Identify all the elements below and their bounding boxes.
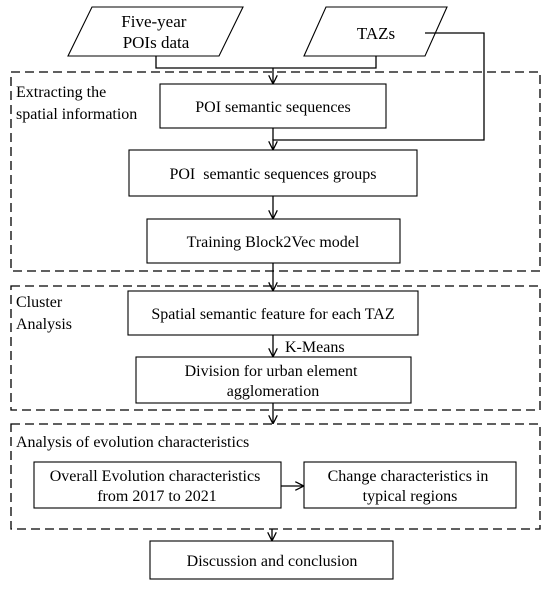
box-change [303, 461, 517, 509]
box-overall-label: Overall Evolution characteristics from 2… [50, 468, 265, 505]
box-division [135, 356, 412, 404]
input-pois-label: Five-year POIs data [121, 12, 190, 52]
box-poi-groups-label: POI semantic sequences groups [169, 166, 376, 183]
box-division-label: Division for urban element agglomeration [185, 363, 362, 400]
section-evolution-frame [10, 423, 541, 530]
connector-tazs-merge [273, 56, 377, 69]
input-tazs-label: TAZs [357, 24, 395, 43]
input-tazs-shape [303, 6, 448, 57]
section-spatial-label: Extracting the spatial information [16, 84, 137, 123]
section-cluster-label: Cluster Analysis [16, 294, 72, 333]
edge-label-kmeans: K-Means [285, 339, 345, 356]
box-spatial-feature-label: Spatial semantic feature for each TAZ [151, 306, 394, 323]
box-discussion-label: Discussion and conclusion [187, 553, 358, 570]
input-pois-shape [67, 6, 244, 57]
box-poi-sequences-label: POI semantic sequences [195, 99, 351, 116]
arrow-tazs-to-groups [273, 32, 485, 149]
box-overall [33, 461, 282, 509]
box-change-label: Change characteristics in typical region… [328, 468, 493, 505]
box-poi-sequences [159, 83, 387, 129]
connector-pois-merge [155, 56, 273, 69]
box-poi-groups [128, 149, 418, 197]
box-training-label: Training Block2Vec model [187, 234, 360, 251]
section-evolution-label: Analysis of evolution characteristics [16, 434, 249, 451]
box-spatial-feature [127, 290, 419, 336]
box-discussion [149, 540, 394, 580]
section-cluster-frame [10, 285, 541, 411]
